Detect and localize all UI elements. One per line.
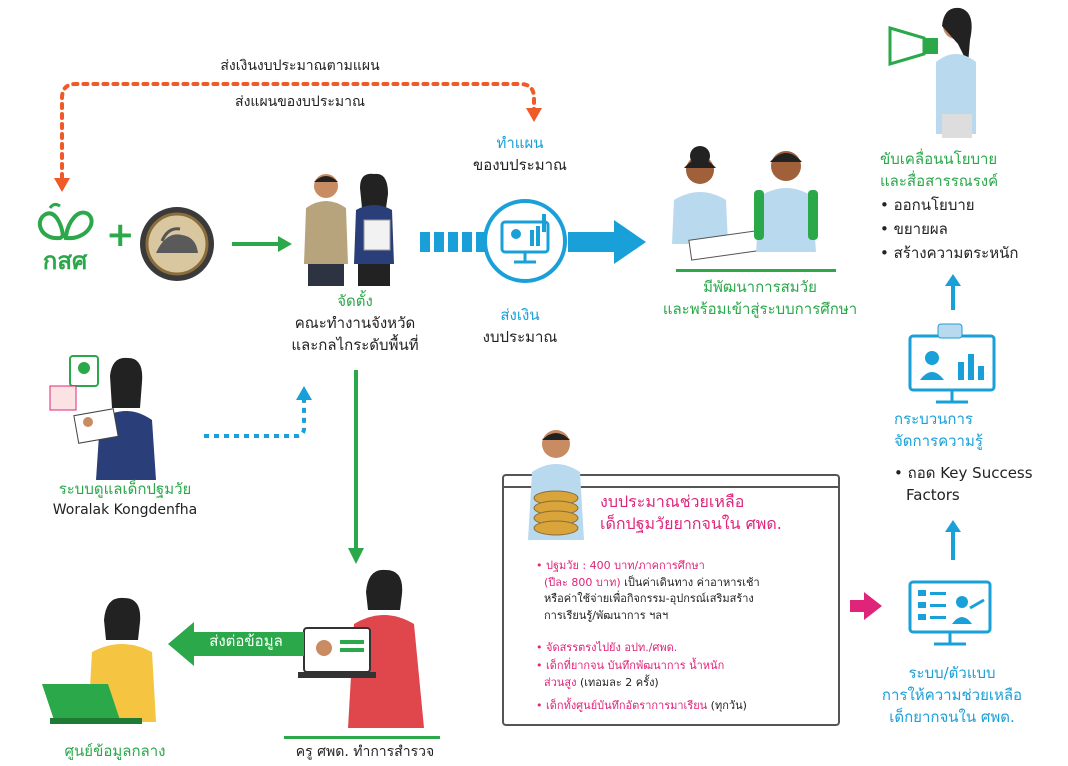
- support-line-3: เด็กยากจนใน ศพด.: [889, 708, 1015, 726]
- plan-label-line1: ทำแผน: [496, 134, 544, 152]
- budget-item-1-c: เป็นค่าเดินทาง ค่าอาหารเช้า: [620, 575, 760, 589]
- policy-title-2: และสื่อสารรณรงค์: [880, 172, 999, 190]
- plan-label-line2: ของบประมาณ: [473, 156, 567, 174]
- top-dotted-arrow: [54, 82, 542, 192]
- up-arrow-to-policy: [945, 274, 961, 310]
- budget-item-4-bullet: •: [536, 699, 543, 712]
- budget-item-3-bullet: •: [536, 659, 543, 672]
- budget-item-1-e: การเรียนรู้/พัฒนาการ ฯลฯ: [544, 608, 669, 622]
- top-arrow-text-1: ส่งเงินงบประมาณตามแผน: [220, 58, 380, 74]
- committee-label-line1: จัดตั้ง: [337, 292, 373, 310]
- knowledge-item-1: • ถอด Key Success: [894, 464, 1033, 482]
- up-arrow-to-knowledge: [945, 520, 961, 560]
- logo-text: กสศ: [42, 247, 88, 275]
- man-with-coins-figure: [528, 430, 584, 540]
- blue-dotted-arrow-to-committee: [204, 386, 312, 438]
- top-arrow-text-2: ส่งแผนของบประมาณ: [235, 94, 365, 110]
- budget-item-1: • ปฐมวัย : 400 บาท/ภาคการศึกษา (ปีละ 800…: [536, 558, 826, 624]
- send-data-arrow: [168, 622, 304, 666]
- care-system-credit: Woralak Kongdenfha: [52, 502, 198, 518]
- budget-item-1-b: (ปีละ 800 บาท): [544, 575, 621, 589]
- data-center-woman-figure: [42, 597, 156, 724]
- blue-flow-arrow: [420, 220, 646, 264]
- children-studying-figure: [672, 146, 818, 261]
- send-data-label: ส่งต่อข้อมูล: [209, 632, 283, 650]
- budget-item-4-a: เด็กทั้งศูนย์บันทึกอัตราการมาเรียน: [546, 699, 708, 712]
- center-label: ศูนย์ข้อมูลกลาง: [64, 742, 166, 760]
- policy-title-1: ขับเคลื่อนนโยบาย: [880, 150, 998, 168]
- support-monitor-icon: [908, 580, 992, 646]
- kids-divider: [676, 269, 836, 272]
- care-system-woman-figure: [49, 355, 156, 480]
- budget-item-2: • จัดสรรตรงไปยัง อปท./ศพด.: [536, 640, 826, 657]
- knowledge-monitor-icon: [908, 323, 996, 404]
- province-seal-icon: [140, 207, 214, 281]
- committee-label-line3: และกลไกระดับพื้นที่: [291, 336, 419, 354]
- policy-item-3: • สร้างความตระหนัก: [880, 244, 1019, 262]
- policy-item-1: • ออกนโยบาย: [880, 196, 975, 214]
- budget-item-1-d: หรือค่าใช้จ่ายเพื่อกิจกรรม-อุปกรณ์เสริมส…: [544, 592, 754, 605]
- budget-title-1: งบประมาณช่วยเหลือ: [600, 492, 745, 511]
- pink-arrow: [850, 592, 882, 620]
- budget-title-2: เด็กปฐมวัยยากจนใน ศพด.: [600, 514, 782, 533]
- kids-label-line2: และพร้อมเข้าสู่ระบบการศึกษา: [662, 300, 858, 318]
- budget-item-3: • เด็กที่ยากจน บันทึกพัฒนาการ น้ำหนัก ส่…: [536, 658, 826, 691]
- green-down-arrow: [348, 370, 364, 564]
- committee-label-line2: คณะทำงานจังหวัด: [294, 314, 416, 332]
- kids-label-line1: มีพัฒนาการสมวัย: [703, 278, 817, 296]
- policy-item-2: • ขยายผล: [880, 220, 948, 238]
- knowledge-title-1: กระบวนการ: [894, 410, 973, 428]
- budget-item-1-bullet: •: [536, 559, 543, 572]
- teacher-divider: [284, 736, 440, 739]
- budget-item-3-a: เด็กที่ยากจน บันทึกพัฒนาการ น้ำหนัก: [546, 659, 725, 672]
- support-line-1: ระบบ/ตัวแบบ: [908, 664, 996, 682]
- money-label-line1: ส่งเงิน: [500, 306, 540, 324]
- budget-item-4-c: (ทุกวัน): [707, 699, 747, 712]
- budget-item-4: • เด็กทั้งศูนย์บันทึกอัตราการมาเรียน (ทุ…: [536, 698, 826, 715]
- teacher-laptop-figure: [298, 569, 424, 728]
- budget-item-2-a: จัดสรรตรงไปยัง อปท./ศพด.: [546, 641, 678, 654]
- care-system-label: ระบบดูแลเด็กปฐมวัย: [58, 480, 192, 498]
- committee-officials-figure: [304, 173, 394, 286]
- support-line-2: การให้ความช่วยเหลือ: [881, 686, 1023, 704]
- plus-sign: +: [106, 215, 135, 255]
- knowledge-item-2: Factors: [906, 486, 960, 504]
- green-arrow-to-committee: [232, 236, 292, 252]
- money-label-line2: งบประมาณ: [482, 328, 558, 346]
- megaphone-woman-figure: [888, 7, 976, 138]
- budget-item-3-c: (เทอมละ 2 ครั้ง): [576, 675, 659, 689]
- budget-box-topbar: [504, 476, 838, 488]
- knowledge-title-2: จัดการความรู้: [894, 432, 983, 450]
- butterfly-logo-icon: [37, 202, 94, 241]
- monitor-circle-icon: [483, 199, 567, 283]
- budget-item-2-bullet: •: [536, 641, 543, 654]
- budget-item-1-a: ปฐมวัย : 400 บาท/ภาคการศึกษา: [546, 559, 705, 572]
- teacher-label: ครู ศพด. ทำการสำรวจ: [295, 744, 435, 760]
- budget-item-3-b: ส่วนสูง: [544, 675, 577, 689]
